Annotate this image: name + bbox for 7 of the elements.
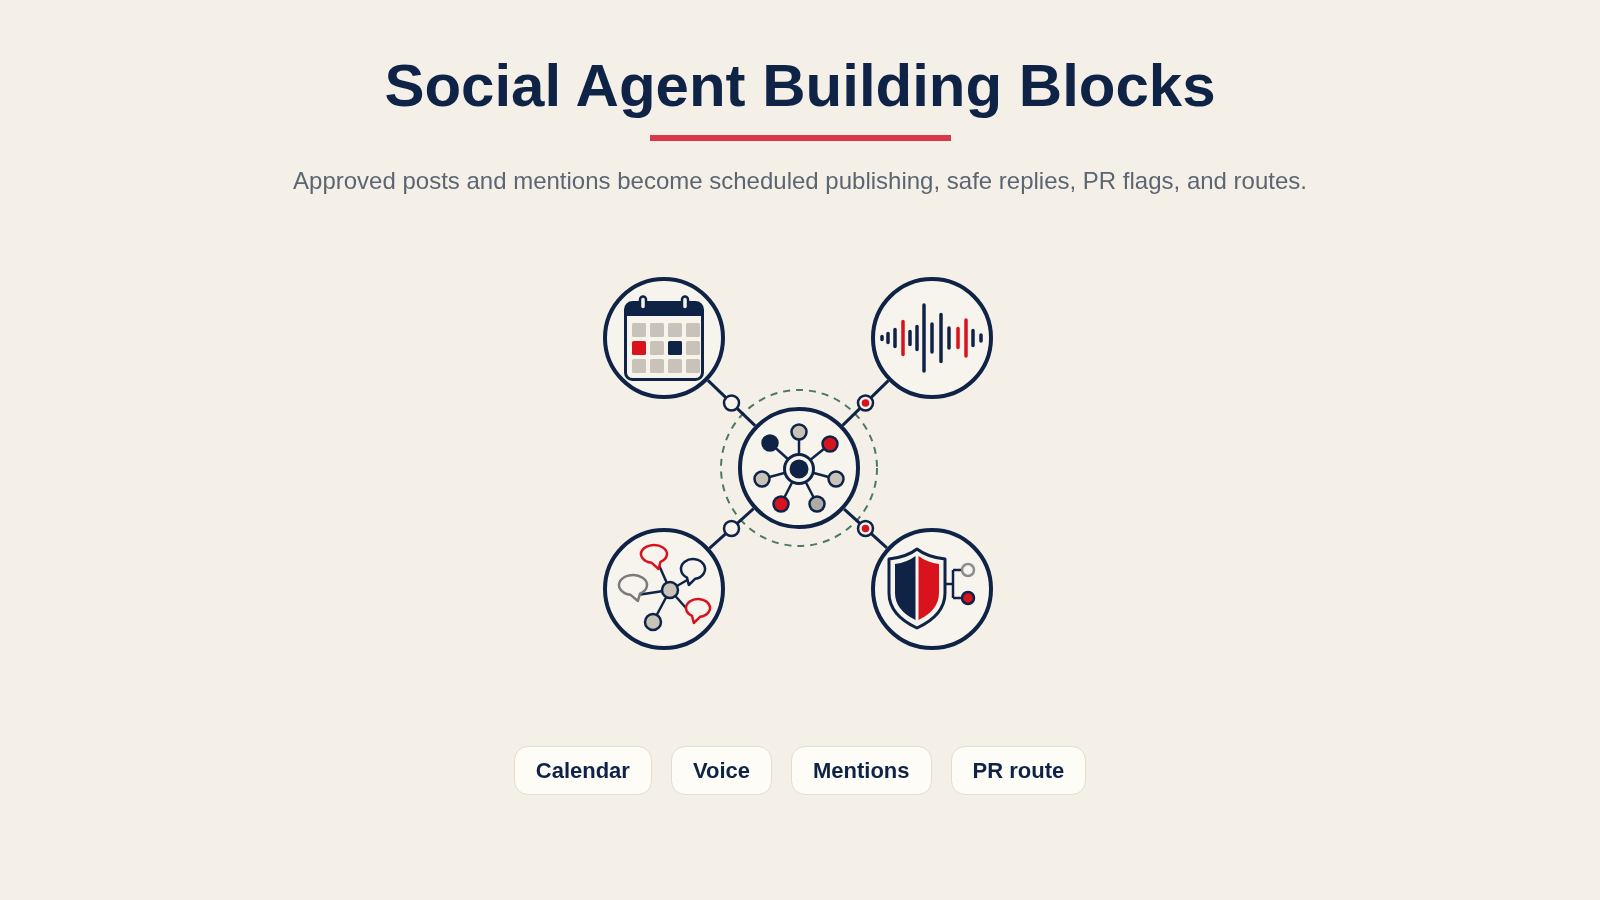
tag-pill: Voice bbox=[670, 746, 772, 795]
title: Social Agent Building Blocks bbox=[384, 51, 1216, 120]
subtitle: Approved posts and mentions become scheduled publishing, safe replies, PR flags, and routes. bbox=[293, 167, 1307, 195]
tag-pill: Mentions bbox=[791, 746, 932, 795]
tag-pill: Calendar bbox=[513, 746, 652, 795]
tag-pill: PR route bbox=[950, 746, 1087, 795]
hub-circle bbox=[738, 407, 860, 529]
